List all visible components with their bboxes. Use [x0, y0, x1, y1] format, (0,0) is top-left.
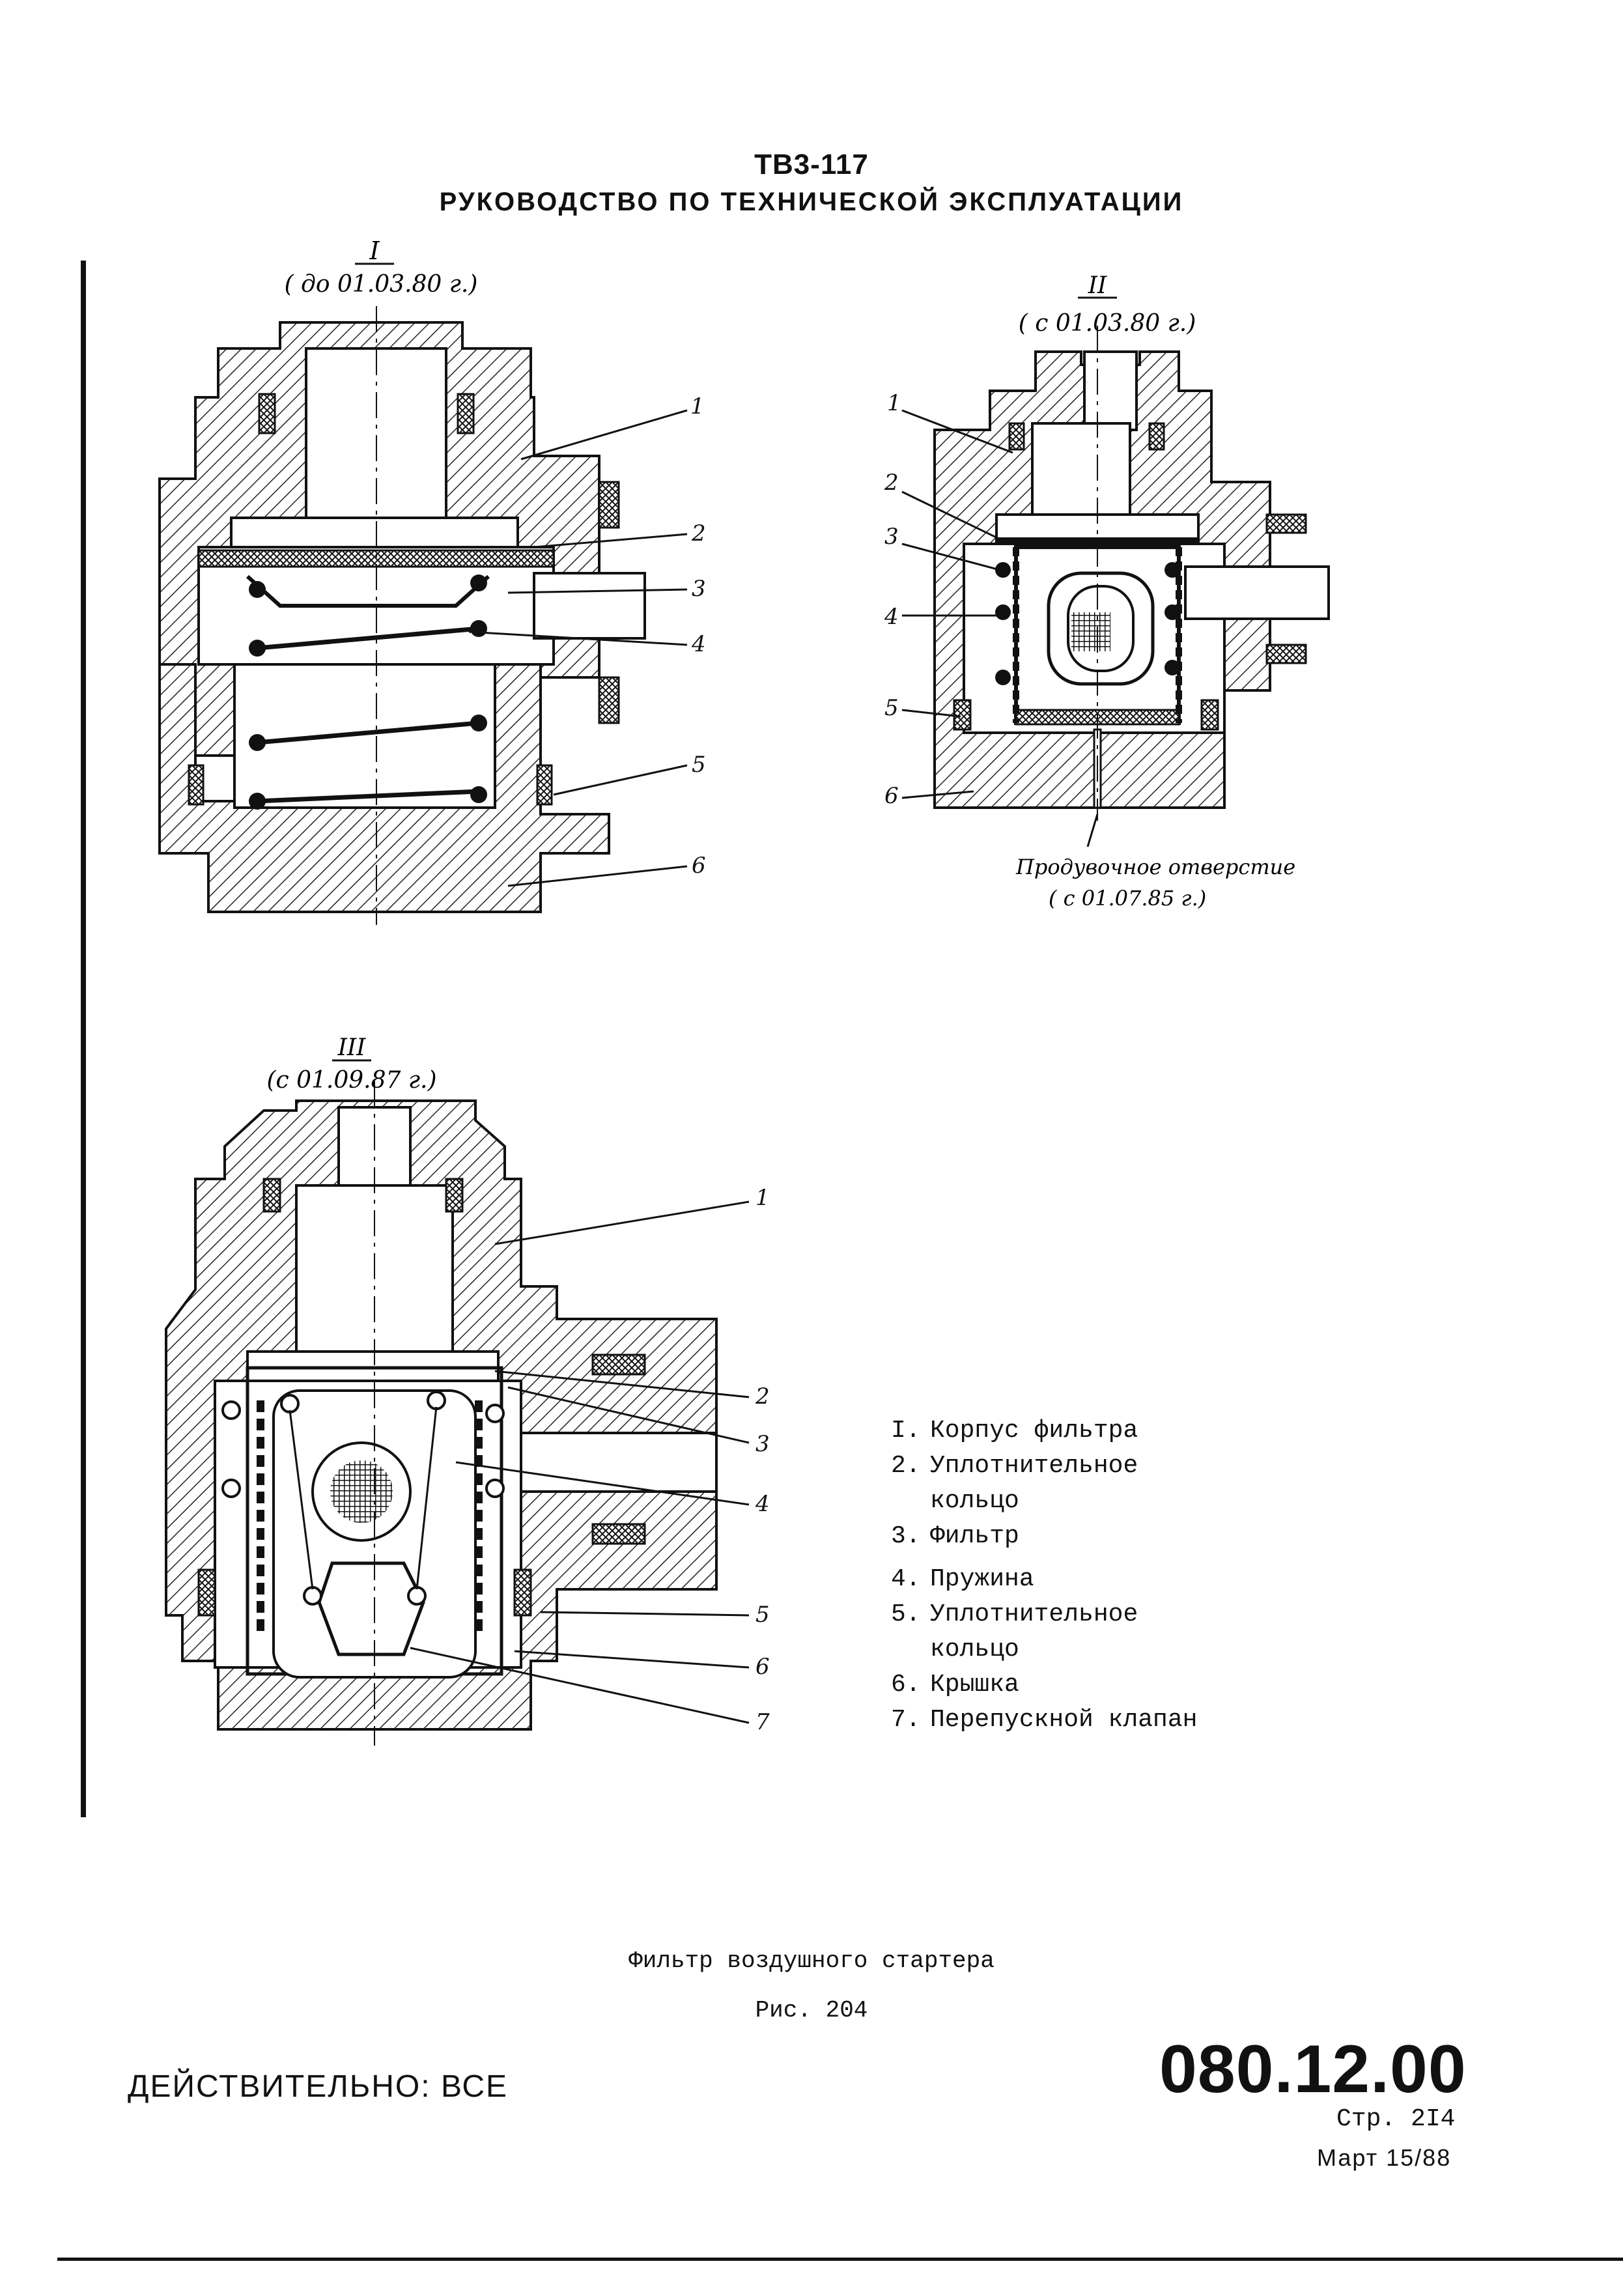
callout-1-view3: 1: [755, 1185, 770, 1211]
callout-6-view1: 6: [692, 853, 706, 879]
callout-4-view2: 4: [884, 604, 899, 630]
figure-number: Рис. 204: [755, 1997, 868, 2024]
legend-item: 5.Уплотнительное: [891, 1600, 1138, 1628]
legend-item: I.Корпус фильтра: [891, 1417, 1138, 1445]
callout-3-view1: 3: [692, 576, 706, 602]
legend-item: 6.Крышка: [891, 1671, 1019, 1699]
callout-4-view1: 4: [691, 631, 706, 657]
callout-6-view2: 6: [884, 783, 899, 809]
callout-7-view3: 7: [755, 1709, 770, 1735]
view-3-date: (с 01.09.87 г.): [266, 1067, 436, 1094]
view-headers: I ( до 01.03.80 г.) II ( с 01.03.80 г.) …: [266, 236, 1196, 1094]
legend-item: 2.Уплотнительное: [891, 1452, 1138, 1480]
legend-item: 4.Пружина: [891, 1565, 1034, 1593]
document-number: 080.12.00: [1159, 2032, 1467, 2107]
callout-1-view1: 1: [690, 393, 705, 419]
left-margin-bar: [81, 261, 86, 1817]
callout-5-view2: 5: [884, 695, 899, 721]
callout-2-view3: 2: [755, 1383, 770, 1410]
revision-date: Март 15/88: [1317, 2144, 1452, 2171]
view-2-drawing: [901, 326, 1330, 847]
view-1-drawing: [158, 306, 688, 925]
manual-title: РУКОВОДСТВО ПО ТЕХНИЧЕСКОЙ ЭКСПЛУАТАЦИИ: [439, 188, 1184, 216]
callout-labels: 1 2 3 4 5 6 1 2 3 4 5 6 1 2 3 4 5 6 7: [690, 390, 901, 1735]
page-number: Стр. 2I4: [1336, 2105, 1456, 2133]
view-3-numeral: III: [337, 1034, 366, 1061]
purge-hole-date: ( с 01.07.85 г.): [1049, 886, 1206, 911]
callout-2-view2: 2: [884, 470, 899, 496]
bottom-rule: [57, 2258, 1623, 2261]
legend-item: 3.Фильтр: [891, 1522, 1019, 1550]
legend: I.Корпус фильтра 2.Уплотнительное кольцо…: [891, 1413, 1412, 1738]
callout-6-view3: 6: [755, 1654, 770, 1680]
document-model: ТВ3-117: [754, 149, 869, 180]
view-2-date: ( с 01.03.80 г.): [1019, 310, 1196, 337]
callout-1-view2: 1: [887, 390, 901, 416]
validity-statement: ДЕЙСТВИТЕЛЬНО: ВСЕ: [128, 2069, 509, 2104]
callout-4-view3: 4: [755, 1491, 770, 1517]
legend-item: кольцо: [930, 1487, 1019, 1515]
view-1-numeral: I: [369, 236, 380, 265]
callout-2-view1: 2: [691, 520, 706, 546]
purge-hole-note: Продувочное отверстие: [1015, 855, 1295, 879]
legend-item: кольцо: [930, 1636, 1019, 1664]
callout-3-view3: 3: [755, 1431, 770, 1457]
figure-title: Фильтр воздушного стартера: [628, 1948, 995, 1974]
callout-5-view3: 5: [755, 1602, 770, 1628]
view-2-numeral: II: [1088, 272, 1107, 299]
legend-item: 7.Перепускной клапан: [891, 1706, 1198, 1734]
view-3-drawing: [165, 1081, 750, 1746]
callout-5-view1: 5: [692, 752, 706, 778]
view-1-date: ( до 01.03.80 г.): [285, 271, 478, 298]
callout-3-view2: 3: [884, 524, 899, 550]
